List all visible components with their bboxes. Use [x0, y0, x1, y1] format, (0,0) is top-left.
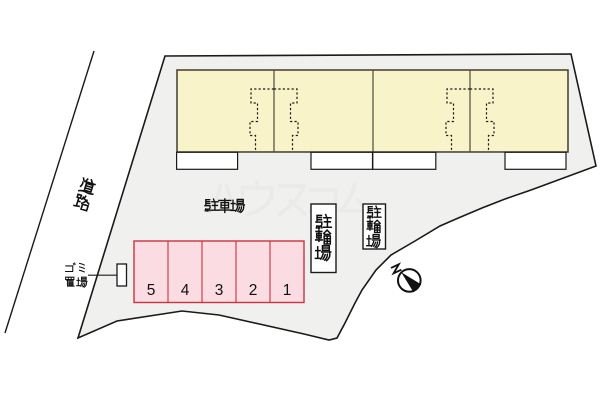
svg-text:4: 4 [181, 282, 190, 299]
svg-text:2: 2 [249, 282, 258, 299]
svg-text:3: 3 [215, 282, 224, 299]
svg-text:1: 1 [283, 282, 292, 299]
svg-text:5: 5 [147, 282, 156, 299]
